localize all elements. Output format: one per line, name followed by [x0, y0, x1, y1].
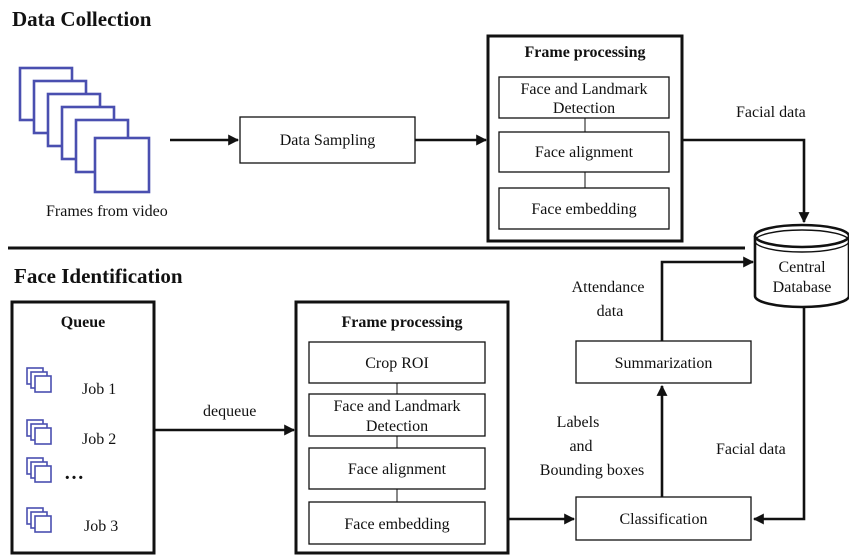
summarization-label: Summarization [615, 355, 713, 372]
section-face-identification: Face Identification [14, 264, 183, 288]
top-frame-processing-title: Frame processing [524, 44, 645, 61]
top-step-detection-line2: Detection [553, 100, 615, 117]
job-ellipsis: … [64, 462, 84, 484]
bottom-frame-processing-box: Frame processing Crop ROI Face and Landm… [294, 300, 510, 555]
classification-label: Classification [620, 511, 708, 528]
attendance-line1: Attendance [572, 279, 645, 296]
top-facial-data-arrow [682, 138, 810, 224]
classification-box: Classification [575, 496, 752, 541]
section-data-collection: Data Collection [12, 7, 152, 31]
bottom-step-alignment: Face alignment [308, 447, 486, 490]
job-1-label: Job 1 [82, 381, 116, 398]
bottom-step-detection-line1: Face and Landmark [333, 398, 460, 415]
top-step-embedding-label: Face embedding [531, 201, 636, 218]
dequeue-label: dequeue [203, 403, 256, 420]
job-more-icon [26, 457, 52, 483]
queue-box: Queue Job 1 Job 2 … Job 3 [10, 300, 156, 555]
data-sampling-label: Data Sampling [280, 132, 376, 149]
frames-caption: Frames from video [46, 203, 168, 220]
labels-line2: and [569, 438, 592, 455]
database-label-line1: Central [778, 259, 826, 276]
top-frame-processing-box: Frame processing Face and Landmark Detec… [486, 34, 684, 243]
job-2-icon [26, 419, 52, 445]
bottom-facial-data-label: Facial data [716, 441, 786, 458]
job-1-icon [26, 367, 52, 393]
labels-line3: Bounding boxes [540, 462, 644, 479]
bottom-step-crop-roi: Crop ROI [308, 341, 486, 384]
job-3-label: Job 3 [84, 518, 118, 535]
bottom-step-detection: Face and Landmark Detection [308, 393, 486, 437]
data-sampling-box: Data Sampling [239, 116, 416, 164]
summarization-box: Summarization [575, 340, 752, 384]
top-facial-data-label: Facial data [736, 104, 806, 121]
bottom-step-embedding-label: Face embedding [344, 516, 449, 533]
queue-title: Queue [61, 314, 105, 331]
top-step-alignment-label: Face alignment [535, 144, 634, 161]
attendance-line2: data [597, 303, 624, 320]
bottom-step-alignment-label: Face alignment [348, 461, 447, 478]
top-step-detection-line1: Face and Landmark [520, 81, 647, 98]
job-2-label: Job 2 [82, 431, 116, 448]
bottom-step-crop-roi-label: Crop ROI [365, 355, 429, 372]
top-step-detection: Face and Landmark Detection [498, 76, 670, 119]
database-to-classification-arrow [752, 307, 806, 525]
bottom-frame-processing-title: Frame processing [341, 314, 462, 331]
summarization-to-database-arrow [660, 256, 755, 341]
database-label-line2: Database [773, 279, 832, 296]
job-3-icon [26, 507, 52, 533]
labels-line1: Labels [557, 414, 600, 431]
top-step-alignment: Face alignment [498, 131, 670, 173]
bottom-step-detection-line2: Detection [366, 418, 428, 435]
video-frames-icon [18, 66, 151, 194]
central-database-icon: Central Database [753, 223, 849, 309]
top-step-embedding: Face embedding [498, 187, 670, 230]
bottom-step-embedding: Face embedding [308, 501, 486, 545]
